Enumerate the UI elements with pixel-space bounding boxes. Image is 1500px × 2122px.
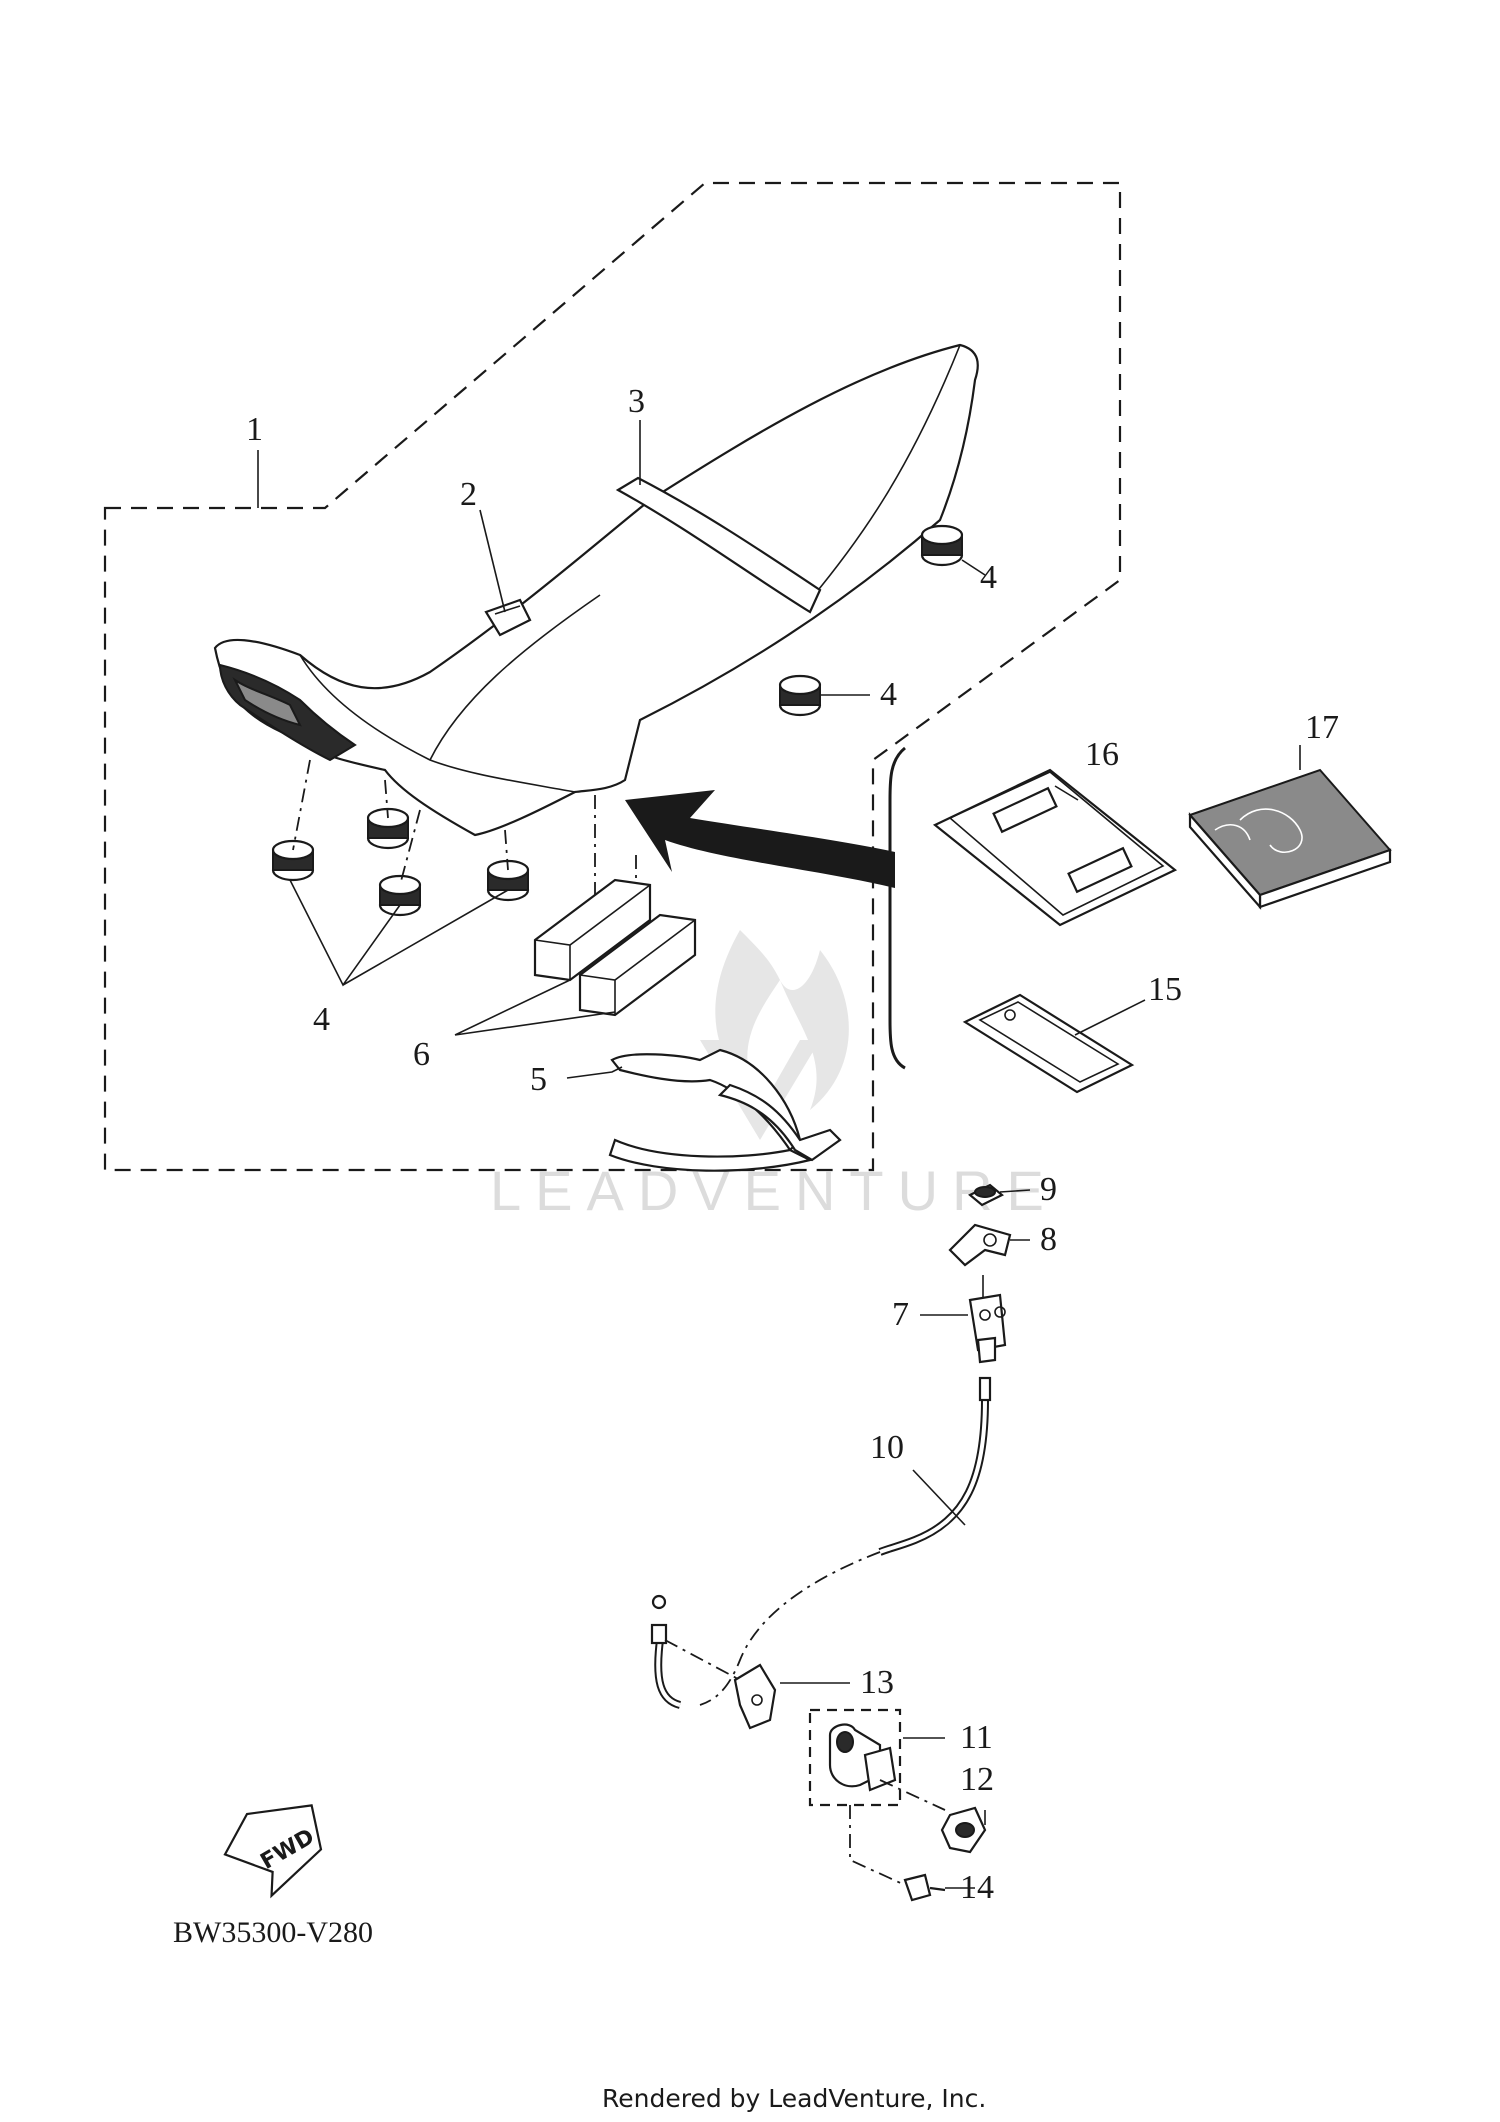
fwd-direction-badge: FWD: [223, 1804, 323, 1899]
seat-clip: [484, 598, 532, 637]
seat-lock-hook: [948, 1183, 1012, 1364]
storage-arrow-icon: [625, 790, 895, 888]
flame-watermark-icon: [715, 930, 849, 1110]
callout-2: 2: [460, 476, 477, 513]
callout-8: 8: [1040, 1221, 1057, 1258]
callout-11: 11: [960, 1719, 993, 1756]
callout-3: 3: [628, 383, 645, 420]
callout-6: 6: [413, 1036, 430, 1073]
leader-lines: [257, 420, 1301, 1889]
seat-damper: [271, 524, 964, 960]
damper-front-3: [378, 874, 422, 917]
tool-bag: [932, 768, 1178, 927]
callout-5: 5: [530, 1061, 547, 1098]
cable-guide-bracket: [733, 1663, 777, 1730]
rendered-by-footer: Rendered by LeadVenture, Inc.: [602, 2084, 986, 2113]
damper-rear-right: [920, 524, 964, 567]
damper-middle: [778, 674, 822, 717]
callout-12: 12: [960, 1761, 994, 1798]
callout-4-rear: 4: [980, 559, 997, 596]
pouch: [962, 993, 1135, 1094]
callout-1: 1: [246, 411, 263, 448]
callout-4-front: 4: [313, 1001, 330, 1038]
callout-4-middle: 4: [880, 676, 897, 713]
seat-lock-cable: [650, 1376, 992, 1709]
callout-14: 14: [960, 1869, 994, 1906]
callout-7: 7: [892, 1296, 909, 1333]
damper-front-1: [271, 839, 315, 882]
diagram-code: BW35300-V280: [173, 1916, 373, 1949]
seat-body: [213, 343, 979, 837]
watermark-text: LEADVENTURE: [490, 1159, 1058, 1222]
callout-17: 17: [1305, 709, 1339, 746]
callout-13: 13: [860, 1664, 894, 1701]
seat-strap: [615, 476, 822, 614]
foam-block: [533, 878, 697, 1017]
seat-lock-cylinder: [808, 1708, 987, 1902]
callout-16: 16: [1085, 736, 1119, 773]
callout-15: 15: [1148, 971, 1182, 1008]
owners-manual: [1188, 768, 1392, 910]
accessory-bracket: [888, 746, 907, 1070]
seat-belt-strap: [608, 1048, 842, 1172]
seat-assembly-outline: [103, 181, 1122, 1172]
damper-front-2: [366, 807, 410, 850]
seat: [213, 343, 979, 837]
callout-10: 10: [870, 1429, 904, 1466]
callout-labels: 1 2 3 4 4 4 5 6 7 8 9 10 11 12 13 14 15 …: [246, 383, 1339, 1906]
callout-9: 9: [1040, 1171, 1057, 1208]
